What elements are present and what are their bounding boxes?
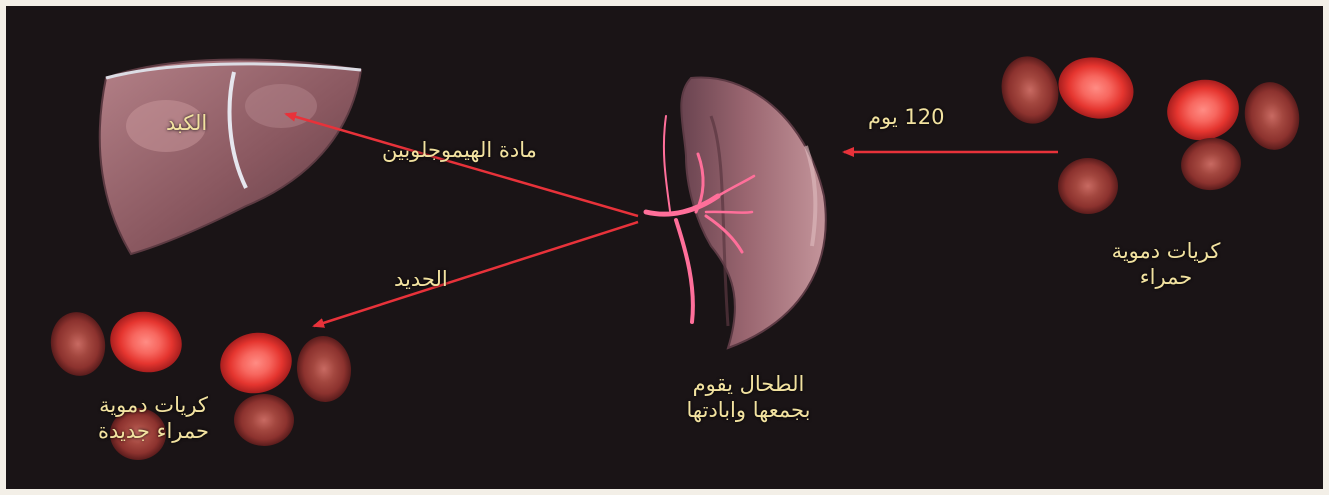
spleen-label-line2: بجمعها وابادتها — [646, 397, 851, 423]
hemoglobin-label: مادة الهيموجلوبين — [382, 137, 537, 163]
spleen-label: الطحال يقوم بجمعها وابادتها — [646, 371, 851, 424]
new-cells-label: كريات دموية حمراء جديدة — [66, 392, 241, 445]
iron-label: الحديد — [394, 266, 448, 292]
arrow-iron-to-new-cells — [314, 222, 638, 326]
liver-label: الكبد — [166, 110, 207, 136]
new-cells-label-line1: كريات دموية — [66, 392, 241, 418]
arrow-hemoglobin-to-liver — [286, 114, 638, 216]
old-cells-label: كريات دموية حمراء — [1081, 238, 1251, 291]
spleen-illustration — [681, 77, 825, 348]
liver-illustration — [100, 60, 361, 254]
days-label: 120 يوم — [868, 104, 944, 130]
old-cells-label-line1: كريات دموية — [1081, 238, 1251, 264]
old-cells-label-line2: حمراء — [1081, 264, 1251, 290]
new-cells-label-line2: حمراء جديدة — [66, 418, 241, 444]
old-red-blood-cells — [994, 49, 1304, 214]
spleen-label-line1: الطحال يقوم — [646, 371, 851, 397]
